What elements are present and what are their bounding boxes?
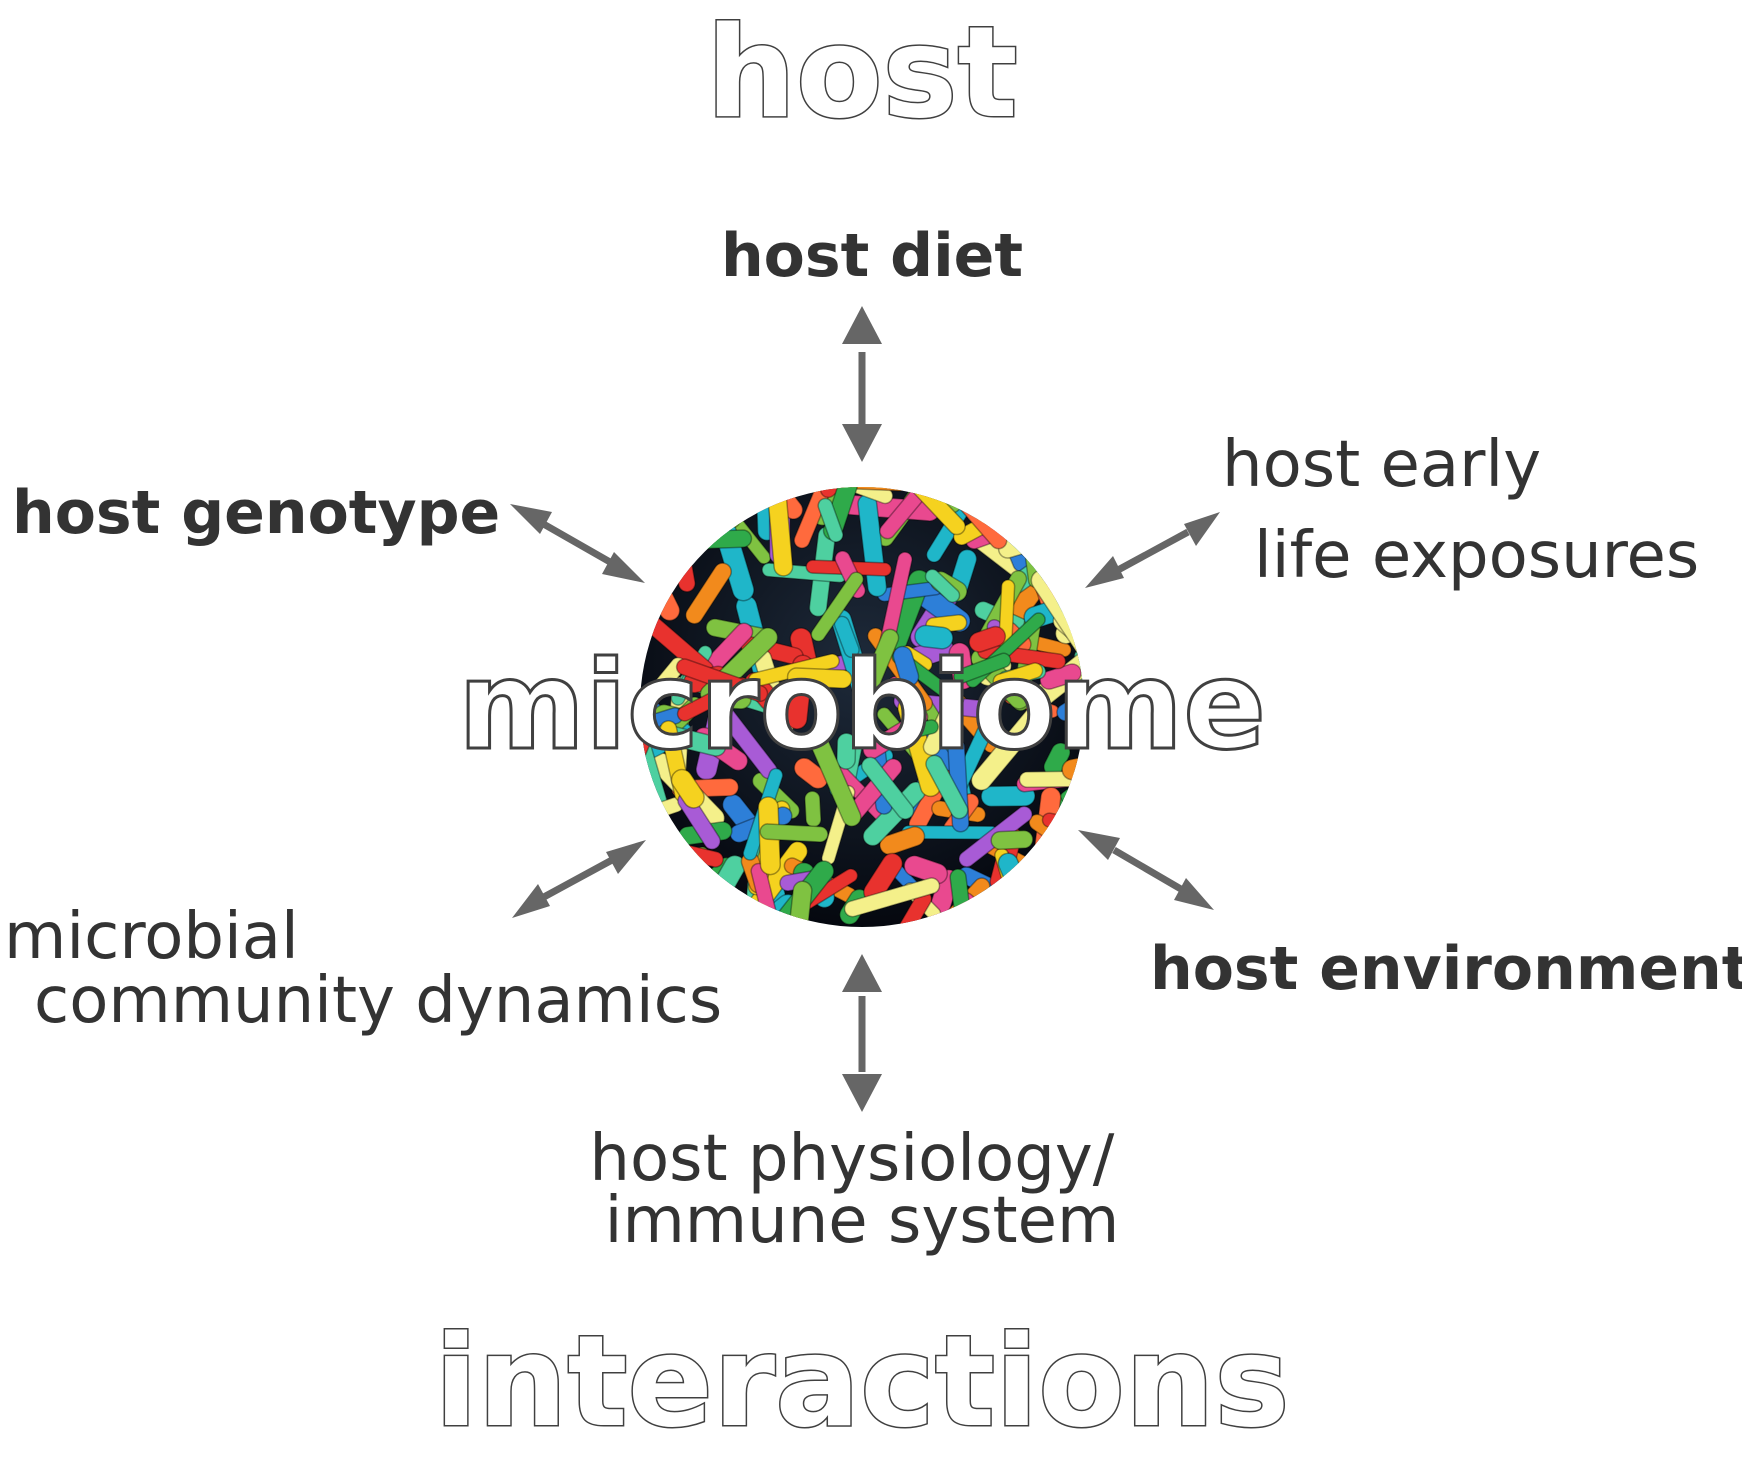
bacterium-cell	[640, 872, 664, 906]
bacterium-cell	[862, 719, 916, 760]
bacterium-cell	[833, 615, 860, 659]
bacterium-cell	[1037, 487, 1084, 519]
bacterium-cell	[990, 829, 1034, 850]
bacterium-cell	[997, 852, 1044, 927]
bacterium-cell	[804, 790, 822, 828]
bacterium-cell	[836, 732, 857, 770]
bacterium-cell	[843, 877, 941, 918]
bacterium-cell	[968, 625, 1007, 653]
bacterium-cell	[640, 595, 661, 635]
bacterium-cell	[1056, 679, 1084, 722]
bacterium-cell	[1022, 853, 1058, 891]
bacterium-cell	[1022, 487, 1084, 532]
arrow-diet	[842, 306, 882, 462]
bacterium-cell	[685, 487, 773, 515]
arrow-physiology	[842, 954, 882, 1112]
arrow-community	[512, 840, 646, 918]
label-host-early-life-exposures: host early life exposures	[1222, 428, 1699, 593]
bacterium-cell	[924, 568, 961, 603]
label-host-environment: host environment	[1150, 934, 1742, 1004]
label-host-diet-line: host diet	[721, 221, 1023, 291]
bacterium-cell	[662, 488, 696, 593]
bacterium-cell	[759, 823, 829, 843]
bacterium-cell	[1005, 896, 1026, 927]
title-bottom: interactions	[434, 1308, 1289, 1455]
bacterium-cell	[903, 854, 949, 885]
bacterium-cell	[914, 624, 954, 650]
bacterium-cell	[675, 658, 769, 703]
bacterium-cell	[938, 487, 977, 494]
bacterium-cell	[646, 539, 686, 569]
bacterium-cell	[640, 878, 685, 902]
label-host-physiology-immune-system: host physiology/ immune system	[589, 1122, 1134, 1258]
bacterium-cell	[653, 894, 674, 927]
bacterium-cell	[662, 500, 712, 532]
bacterium-cell	[953, 652, 1012, 685]
label-microbial-community-dynamics: microbial community dynamics	[4, 900, 722, 1038]
bacterium-cell	[859, 628, 900, 700]
bacterium-cell	[879, 487, 950, 540]
bacterium-cell	[640, 506, 692, 545]
bacterium-cell	[640, 514, 651, 551]
bacterium-cell	[1059, 522, 1084, 573]
bacterium-cell	[786, 667, 853, 689]
center-label: microbiome	[458, 635, 1266, 777]
bacterium-cell	[1037, 841, 1084, 904]
arrow-genotype	[510, 504, 645, 583]
bacterium-cell	[669, 529, 753, 551]
bacterium-cell	[1041, 879, 1083, 927]
arrow-environment	[1078, 830, 1214, 910]
bacterium-cell	[810, 571, 865, 643]
bacterium-cell	[749, 487, 826, 489]
title-top: host	[706, 0, 1018, 146]
bacterium-cell	[1004, 487, 1047, 512]
bacterium-cell	[860, 756, 915, 820]
label-host-genotype: host genotype	[12, 478, 500, 548]
bacterium-cell	[992, 662, 1044, 690]
bacterium-cell	[1057, 896, 1084, 927]
bacterium-cell	[834, 487, 908, 492]
bacterium-cell	[879, 826, 926, 856]
bacterium-cell	[640, 487, 643, 496]
bacterium-cell	[640, 503, 673, 561]
bacterium-cell	[819, 487, 891, 499]
bacterium-cell	[652, 487, 699, 504]
bacterium-cell	[922, 689, 965, 756]
bacterium-cell	[670, 768, 705, 809]
bacterium-cell	[685, 562, 732, 625]
bacterium-cell	[808, 731, 862, 827]
bacterium-cell	[970, 706, 1045, 791]
bacterium-cell	[1046, 822, 1075, 920]
bacterium-cell	[793, 757, 829, 790]
bacterium-cell	[679, 487, 744, 527]
arrow-early-life	[1085, 512, 1220, 588]
bacterium-cell	[1005, 914, 1046, 927]
bacterium-cell	[780, 913, 806, 927]
bacterium-cell	[823, 487, 894, 505]
bacterium-cell	[659, 857, 700, 878]
bacterium-cell	[1061, 525, 1084, 561]
bacterium-cell	[817, 497, 844, 543]
bacterium-cell	[981, 487, 1017, 527]
bacterium-cell	[980, 487, 1003, 504]
bacterium-cell	[925, 754, 969, 820]
bacterium-cell	[1015, 487, 1077, 504]
bacterium-cell	[671, 487, 704, 527]
bacterium-cell	[1041, 812, 1084, 838]
bacterium-cell	[702, 885, 743, 927]
bacterium-cell	[1025, 487, 1084, 515]
label-host-diet: host diet	[721, 221, 1023, 291]
bacterium-cell	[1061, 487, 1084, 504]
bacterium-cell	[892, 645, 920, 687]
